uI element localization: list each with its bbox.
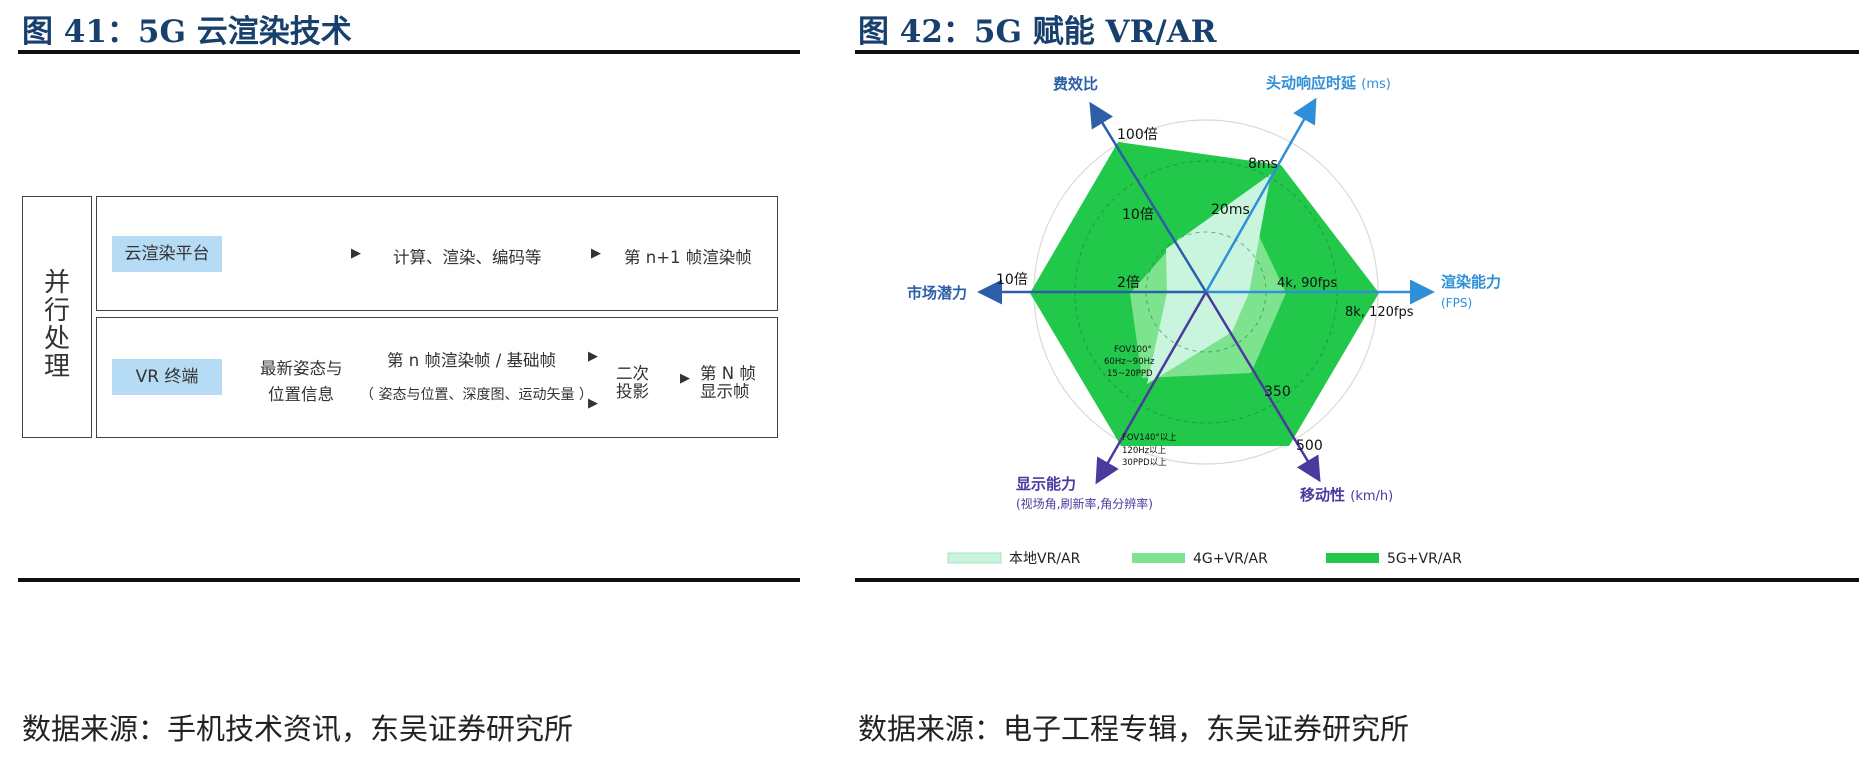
tick-render-120: 8k, 120fps [1345, 305, 1414, 320]
legend-label-4g: 4G+VR/AR [1193, 551, 1268, 567]
reprojection-line2: 投影 [616, 382, 649, 401]
tick-display-outer-2: 120Hz以上 [1122, 446, 1167, 456]
frame-n-text-line2: （ 姿态与位置、深度图、运动矢量 ） [360, 387, 593, 403]
arrow-right-icon: ▶ [591, 246, 601, 261]
axis-render-unit: (FPS) [1441, 296, 1472, 310]
axis-market-label: 市场潜力 [907, 284, 967, 302]
legend-label-local: 本地VR/AR [1009, 551, 1081, 567]
tick-mobility-350: 350 [1264, 384, 1291, 400]
figure-41-title: 图 41：5G 云渲染技术 [22, 14, 352, 50]
tick-cost-10: 10倍 [1122, 207, 1154, 223]
vr-terminal-tag: VR 终端 [112, 359, 222, 395]
axis-latency [1204, 97, 1317, 293]
axis-render-label: 渲染能力 [1441, 273, 1501, 291]
pose-text-line2: 位置信息 [268, 385, 334, 404]
top-rule-left [18, 50, 800, 54]
series-local-area [1147, 174, 1271, 384]
axis-cost-label: 费效比 [1053, 75, 1098, 93]
parallel-processing-box: 并行处理 [22, 196, 92, 438]
axis-mobility-label: 移动性 (km/h) [1300, 486, 1393, 504]
pose-text-line1: 最新姿态与 [260, 359, 343, 378]
tick-latency-20: 20ms [1211, 202, 1250, 218]
tick-latency-8: 8ms [1248, 156, 1278, 172]
side-label-char: 并 [43, 268, 70, 298]
bottom-rule-left [18, 578, 800, 582]
tick-display-inner-1: FOV100° [1114, 345, 1152, 355]
axis-cost-efficiency [1089, 101, 1208, 293]
compute-render-encode-text: 计算、渲染、编码等 [393, 248, 542, 267]
axis-display [1095, 291, 1208, 485]
parallel-processing-label: 并行处理 [42, 269, 72, 381]
side-label-char: 理 [43, 352, 70, 382]
axis-mobility [1204, 291, 1321, 483]
source-left: 数据来源：手机技术资讯，东吴证券研究所 [22, 712, 574, 746]
legend-swatch-4g [1132, 553, 1185, 563]
frame-n-text-line1: 第 n 帧渲染帧 / 基础帧 [387, 351, 556, 370]
reprojection-line1: 二次 [616, 364, 649, 383]
axis-latency-label: 头动响应时延 (ms) [1266, 74, 1391, 92]
side-label-char: 行 [43, 296, 70, 326]
radar-chart: 费效比 头动响应时延 (ms) 渲染能力 (FPS) 移动性 (km/h) 显示… [907, 74, 1501, 567]
figure-42-title: 图 42：5G 赋能 VR/AR [858, 14, 1217, 50]
arrow-right-icon: ▶ [351, 246, 361, 261]
tick-cost-2: 2倍 [1117, 275, 1140, 291]
cloud-platform-tag: 云渲染平台 [112, 236, 222, 272]
tick-market-10: 10倍 [996, 272, 1028, 288]
side-label-char: 处 [43, 324, 70, 354]
tick-display-inner-2: 60Hz~90Hz [1104, 357, 1155, 367]
tick-display-outer-3: 30PPD以上 [1122, 458, 1167, 468]
tick-display-inner-3: 15~20PPD [1107, 369, 1153, 379]
arrow-right-icon: ▶ [588, 349, 598, 364]
tick-cost-100: 100倍 [1117, 127, 1158, 143]
axis-display-unit: (视场角,刷新率,角分辨率) [1016, 496, 1153, 511]
legend-label-5g: 5G+VR/AR [1387, 551, 1462, 567]
tick-render-90: 4k, 90fps [1277, 276, 1337, 291]
top-rule-right [855, 50, 1859, 54]
legend-swatch-5g [1326, 553, 1379, 563]
source-right: 数据来源：电子工程专辑，东吴证券研究所 [858, 712, 1410, 746]
axis-display-label: 显示能力 [1016, 475, 1076, 493]
display-frame-line1: 第 N 帧 [700, 364, 756, 383]
tick-mobility-500: 500 [1296, 438, 1323, 454]
legend-swatch-local [947, 552, 1002, 564]
bottom-rule-right [855, 578, 1859, 582]
tick-display-outer-1: FOV140°以上 [1122, 433, 1177, 443]
arrow-right-icon: ▶ [588, 396, 598, 411]
display-frame-line2: 显示帧 [700, 382, 750, 401]
frame-n-plus-1-text: 第 n+1 帧渲染帧 [624, 248, 752, 267]
arrow-right-icon: ▶ [680, 371, 690, 386]
